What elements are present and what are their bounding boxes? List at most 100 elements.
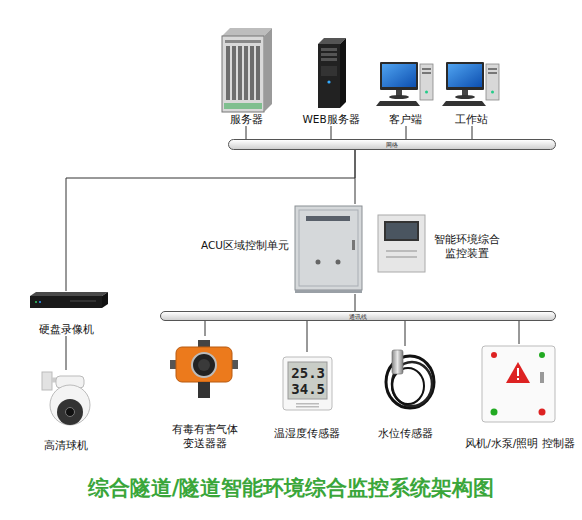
temp-humidity-sensor-icon [283, 357, 332, 410]
display-reading: 34.5 [289, 381, 325, 397]
connector-line [66, 336, 67, 370]
illustration-shape [225, 40, 261, 43]
illustration-shape [222, 28, 272, 36]
illustration-shape [57, 399, 83, 425]
illustration-shape [386, 223, 417, 239]
illustration-shape [336, 260, 341, 265]
water-sensor-box: 水位传感器 [370, 346, 440, 440]
network-bus: 网络 [228, 139, 556, 150]
illustration-shape [517, 378, 519, 380]
connector-line [472, 126, 473, 139]
illustration-shape [264, 28, 272, 112]
connector-line [519, 321, 520, 344]
illustration-shape [70, 300, 96, 302]
illustration-shape [386, 256, 417, 258]
illustration-shape [321, 58, 337, 61]
illustration-shape [352, 240, 355, 250]
workstation-pc-icon [442, 62, 499, 106]
illustration-shape [384, 221, 419, 241]
controller-box: 风机/水泵/照明 控制器 [472, 344, 568, 450]
illustration-shape [250, 46, 254, 100]
web-server-icon [318, 38, 346, 108]
connector-line [246, 126, 247, 139]
connector-line [66, 150, 355, 291]
comm-bus: 通讯线 [160, 311, 556, 321]
illustration-shape [299, 210, 358, 286]
illustration-shape [295, 290, 362, 293]
illustration-shape [192, 353, 216, 377]
connector-line [355, 294, 356, 311]
illustration-shape [35, 301, 37, 303]
client-box: 客户端 [375, 56, 435, 126]
illustration-shape [198, 382, 210, 398]
illustration-shape [378, 215, 425, 272]
illustration-shape [66, 408, 75, 417]
illustration-shape [306, 216, 350, 221]
gas-transmitter-icon [170, 340, 238, 398]
illustration-shape [340, 38, 346, 108]
node-label: 客户端 [365, 112, 445, 126]
illustration-shape [491, 352, 497, 358]
node-label: 网络 [229, 140, 555, 149]
illustration-shape [102, 292, 108, 308]
node-label: ACU区域控制单元 [201, 238, 289, 252]
illustration-shape [539, 352, 545, 358]
dome-camera-icon [42, 372, 90, 425]
node-label: 智能环境综合 监控装置 [430, 232, 504, 260]
illustration-shape [39, 301, 41, 303]
illustration-shape [327, 80, 330, 83]
illustration-shape [491, 409, 498, 416]
display-reading: 25.3 [289, 365, 325, 381]
illustration-shape [222, 36, 264, 112]
illustration-shape [392, 350, 403, 374]
illustration-shape [238, 46, 242, 100]
nvr-icon [30, 292, 108, 308]
workstation-box: 工作站 [440, 56, 502, 126]
illustration-shape [232, 46, 236, 100]
illustration-shape [316, 260, 321, 265]
illustration-shape [296, 403, 319, 405]
acu-cabinet-icon [295, 206, 362, 293]
illustration-shape [296, 406, 319, 408]
node-label: 风机/水泵/照明 控制器 [462, 436, 578, 450]
monitor-device-icon [378, 215, 425, 272]
connector-line [205, 321, 206, 336]
connector-line [355, 150, 356, 204]
illustration-shape [244, 46, 248, 100]
connector-line [405, 321, 406, 346]
illustration-shape [539, 409, 546, 416]
node-label: 高清球机 [20, 438, 112, 452]
illustration-shape [224, 103, 262, 109]
illustration-shape [506, 362, 530, 383]
illustration-shape [318, 44, 340, 108]
illustration-shape [288, 362, 327, 399]
connector-line [331, 126, 332, 139]
acu-box: ACU区域控制单元 [292, 204, 366, 294]
illustration-shape [283, 357, 332, 410]
illustration-shape [50, 385, 90, 425]
node-label: 工作站 [430, 112, 512, 126]
illustration-shape [321, 66, 337, 76]
illustration-shape [226, 46, 230, 100]
illustration-shape [198, 359, 210, 371]
rack-server-icon [222, 28, 272, 112]
illustration-shape [386, 250, 417, 252]
server-box: 服务器 [214, 26, 278, 126]
node-label: WEB服务器 [290, 112, 372, 126]
monitor-device-box: 智能环境综合 监控装置 [376, 214, 426, 274]
node-label: 温湿度传感器 [260, 426, 354, 440]
controller-box-icon [482, 346, 555, 422]
gas-sensor-box: 有毒有害气体 变送器器 [160, 336, 250, 450]
illustration-shape [540, 372, 544, 383]
illustration-shape [482, 346, 555, 422]
illustration-shape [321, 53, 337, 56]
node-label: 服务器 [204, 112, 288, 126]
node-label: 有毒有害气体 变送器器 [150, 422, 260, 450]
illustration-shape [42, 372, 52, 390]
illustration-shape [176, 347, 232, 382]
node-label: 硬盘录像机 [12, 322, 120, 336]
water-level-sensor-icon [386, 350, 434, 408]
illustration-shape [30, 292, 108, 296]
